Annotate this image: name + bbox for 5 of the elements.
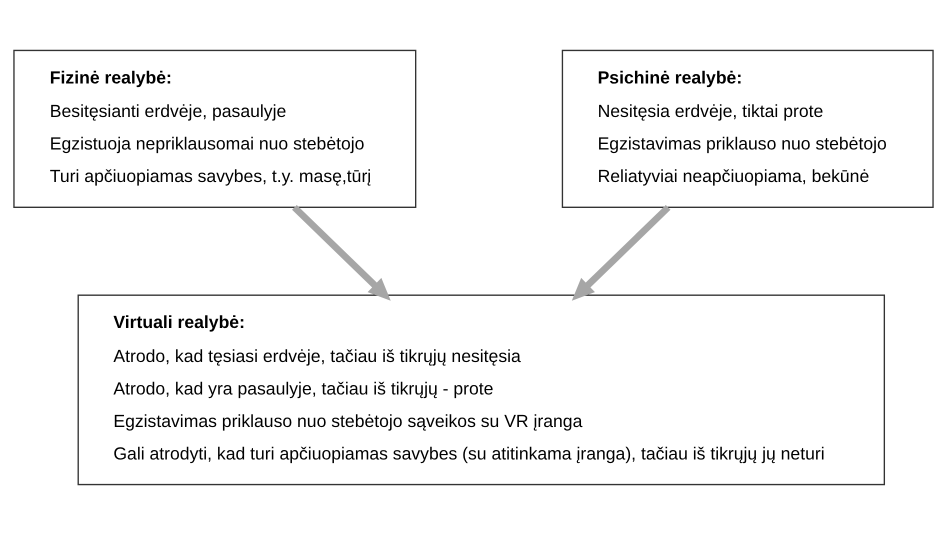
arrow xyxy=(292,204,391,300)
arrow xyxy=(572,204,670,300)
node-box: Psichinė realybė: Nesitęsia erdvėje, tiktai prote Egzistavimas priklauso nuo stebėtojo Reliatyviai neapčiuopiama, bekūnė xyxy=(562,49,934,208)
node-box: Fizinė realybė: Besitęsianti erdvėje, pasaulyje Egzistuoja nepriklausomai nuo stebėtojo Turi apčiuopiamas savybes, t.y. masę,tūrį xyxy=(13,49,416,208)
node-box: Virtuali realybė: Atrodo, kad tęsiasi erdvėje, tačiau iš tikrųjų nesitęsia Atrodo, kad yra pasaulyje, tačiau iš tikrųjų - prote Egzistavimas priklauso nuo stebėtojo sąveikos su VR įranga Gali atrodyti, kad turi apčiuopiamas savybes (su atitinkama įranga), tačiau iš tikrųjų jų neturi xyxy=(78,294,886,485)
